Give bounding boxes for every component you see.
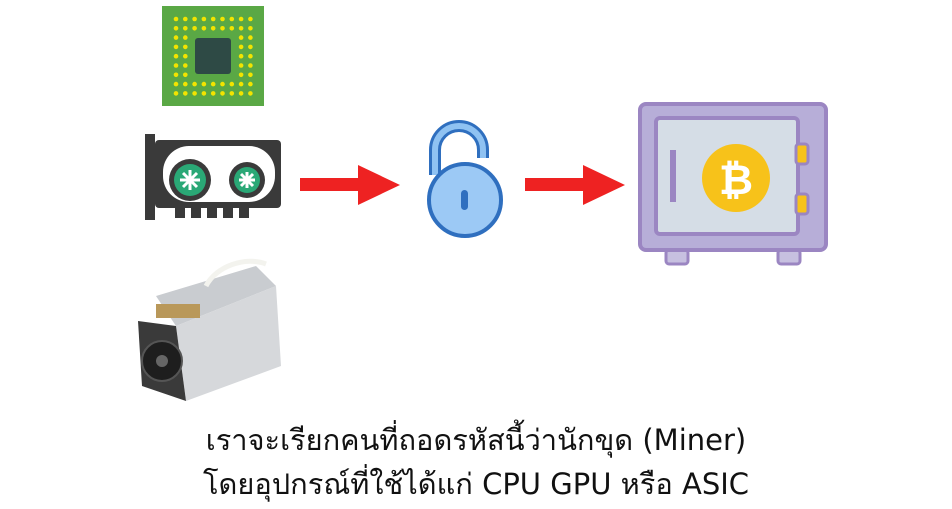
cpu-pin (210, 16, 216, 22)
cpu-pin (173, 44, 179, 50)
cpu-pin (201, 81, 207, 87)
cpu-pin (210, 81, 216, 87)
cpu-pin (238, 26, 244, 31)
cpu-pin (201, 16, 207, 22)
cpu-pin (173, 26, 179, 31)
cpu-pin (248, 26, 253, 31)
cpu-pin (220, 16, 225, 22)
cpu-pin (201, 26, 207, 31)
cpu-pin (229, 81, 235, 87)
cpu-pin (238, 16, 244, 22)
cpu-pin (248, 35, 253, 40)
cpu-pin (183, 72, 188, 78)
cpu-pin (183, 35, 188, 40)
cpu-pin (192, 16, 197, 22)
cpu-pin (248, 53, 253, 59)
cpu-pin (173, 81, 179, 87)
cpu-pin (183, 63, 188, 68)
cpu-pin (201, 91, 207, 96)
cpu-pin (173, 72, 179, 78)
cpu-pin (238, 53, 244, 59)
cpu-pin (238, 72, 244, 78)
cpu-pin (173, 63, 179, 68)
cpu-pin (248, 72, 253, 78)
cpu-pin (183, 91, 188, 96)
cpu-pin (173, 16, 179, 22)
caption-line-1: เราจะเรียกคนที่ถอดรหัสนี้ว่านักขุด (Mine… (205, 423, 747, 457)
cpu-pin (210, 26, 216, 31)
unlocked-padlock-icon (427, 120, 503, 238)
arrow-right-icon (525, 165, 625, 205)
cpu-pin (192, 91, 197, 96)
svg-text:₿: ₿ (719, 156, 753, 203)
cpu-pin (220, 26, 225, 31)
cpu-pin (183, 16, 188, 22)
cpu-pin (210, 91, 216, 96)
cpu-icon (162, 6, 264, 106)
cpu-pin (220, 91, 225, 96)
cpu-pin (248, 91, 253, 96)
cpu-pin (173, 35, 179, 40)
cpu-pin (173, 53, 179, 59)
cpu-pin (248, 81, 253, 87)
cpu-pin (248, 44, 253, 50)
gpu-icon (145, 134, 281, 220)
cpu-pin (183, 44, 188, 50)
caption-line-2: โดยอุปกรณ์ที่ใช้ได้แก่ CPU GPU หรือ ASIC (202, 467, 750, 501)
cpu-pin (183, 26, 188, 31)
cpu-pin (238, 63, 244, 68)
cpu-pin (238, 35, 244, 40)
cpu-pin (248, 63, 253, 68)
cpu-pin (248, 16, 253, 22)
cpu-pin (183, 53, 188, 59)
cpu-pin (229, 16, 235, 22)
cpu-pin (192, 26, 197, 31)
cpu-pin (220, 81, 225, 87)
bitcoin-safe-icon: ₿ (638, 102, 828, 266)
arrow-right-icon (300, 165, 400, 205)
cpu-pin (192, 81, 197, 87)
cpu-pin (229, 91, 235, 96)
asic-miner-icon (138, 258, 281, 401)
cpu-pin (238, 91, 244, 96)
cpu-pin (183, 81, 188, 87)
cpu-pin (229, 26, 235, 31)
cpu-pin (238, 81, 244, 87)
cpu-pin (173, 91, 179, 96)
cpu-pin (238, 44, 244, 50)
